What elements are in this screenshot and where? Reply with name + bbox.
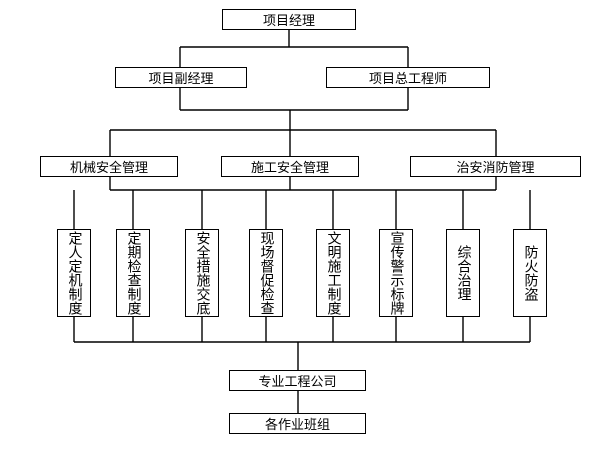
chief-engineer-box: 项目总工程师: [326, 67, 490, 88]
measure-box: 定期检查制度: [116, 229, 150, 317]
security-fire-box: 治安消防管理: [410, 156, 581, 177]
measure-box: 定人定机制度: [57, 229, 91, 317]
deputy-manager-box: 项目副经理: [115, 67, 247, 88]
measure-box: 安全措施交底: [185, 229, 219, 317]
measure-box: 防火防盗: [513, 229, 547, 317]
mechanical-safety-box: 机械安全管理: [40, 156, 178, 177]
measure-box: 文明施工制度: [316, 229, 350, 317]
measure-box: 宣传警示标牌: [379, 229, 413, 317]
measure-box: 综合治理: [446, 229, 480, 317]
measure-box: 现场督促检查: [249, 229, 283, 317]
work-teams-box: 各作业班组: [229, 413, 366, 434]
engineering-company-box: 专业工程公司: [229, 370, 366, 391]
construction-safety-box: 施工安全管理: [221, 156, 359, 177]
project-manager-box: 项目经理: [222, 9, 356, 30]
